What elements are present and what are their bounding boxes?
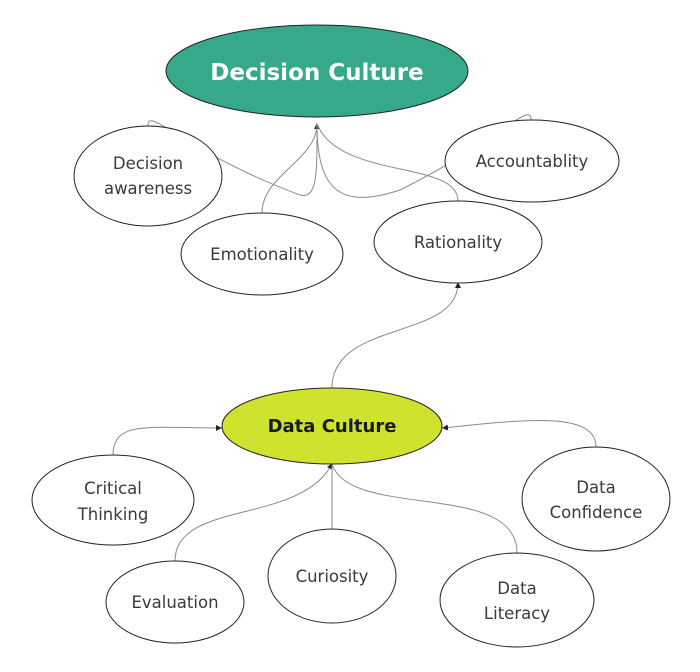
node-ellipse	[105, 560, 245, 644]
node-label: Accountablity	[476, 152, 589, 171]
node-label: Data	[497, 579, 536, 598]
node-label: Rationality	[414, 233, 503, 252]
node-label: Thinking	[77, 505, 149, 524]
edge-critical-thinking	[112, 424, 222, 456]
node-ellipse	[439, 552, 595, 648]
node-ellipse	[521, 446, 671, 552]
node-decision-awareness[interactable]: Decision awareness	[73, 125, 223, 227]
node-label: Data	[576, 478, 615, 497]
node-ellipse	[31, 454, 195, 546]
data-culture-label: Data Culture	[268, 416, 397, 437]
node-label: Decision	[113, 154, 183, 173]
node-ellipse	[180, 212, 344, 296]
decision-culture-label: Decision Culture	[210, 60, 423, 86]
node-ellipse	[373, 200, 543, 284]
node-critical-thinking[interactable]: Critical Thinking	[31, 454, 195, 546]
edges	[112, 114, 597, 562]
node-evaluation[interactable]: Evaluation	[105, 560, 245, 644]
data-culture-ellipse	[221, 387, 443, 465]
decision-culture-ellipse	[165, 24, 469, 118]
node-accountability[interactable]: Accountablity	[444, 119, 620, 203]
node-ellipse	[267, 528, 397, 624]
node-rationality[interactable]: Rationality	[373, 200, 543, 284]
node-label: Critical	[84, 479, 142, 498]
edge-data-to-rationality	[331, 282, 461, 389]
edge-emotionality	[261, 123, 318, 214]
node-label: Evaluation	[131, 593, 218, 612]
node-emotionality[interactable]: Emotionality	[180, 212, 344, 296]
edge-data-literacy	[331, 463, 518, 554]
node-label: Confidence	[550, 503, 643, 522]
node-label: Emotionality	[210, 245, 314, 264]
node-curiosity[interactable]: Curiosity	[267, 528, 397, 624]
node-data-literacy[interactable]: Data Literacy	[439, 552, 595, 648]
edge-accountability	[316, 114, 532, 198]
edge-data-confidence	[442, 419, 597, 448]
edge-evaluation	[174, 463, 333, 562]
node-ellipse	[73, 125, 223, 227]
node-label: Curiosity	[296, 567, 369, 586]
node-data-culture[interactable]: Data Culture	[221, 387, 443, 465]
edge-rationality	[316, 123, 459, 202]
node-ellipse	[444, 119, 620, 203]
node-label: Literacy	[484, 604, 550, 623]
node-label: awareness	[104, 179, 192, 198]
node-data-confidence[interactable]: Data Confidence	[521, 446, 671, 552]
edge-decision-awareness	[147, 120, 321, 196]
node-decision-culture[interactable]: Decision Culture	[165, 24, 469, 118]
